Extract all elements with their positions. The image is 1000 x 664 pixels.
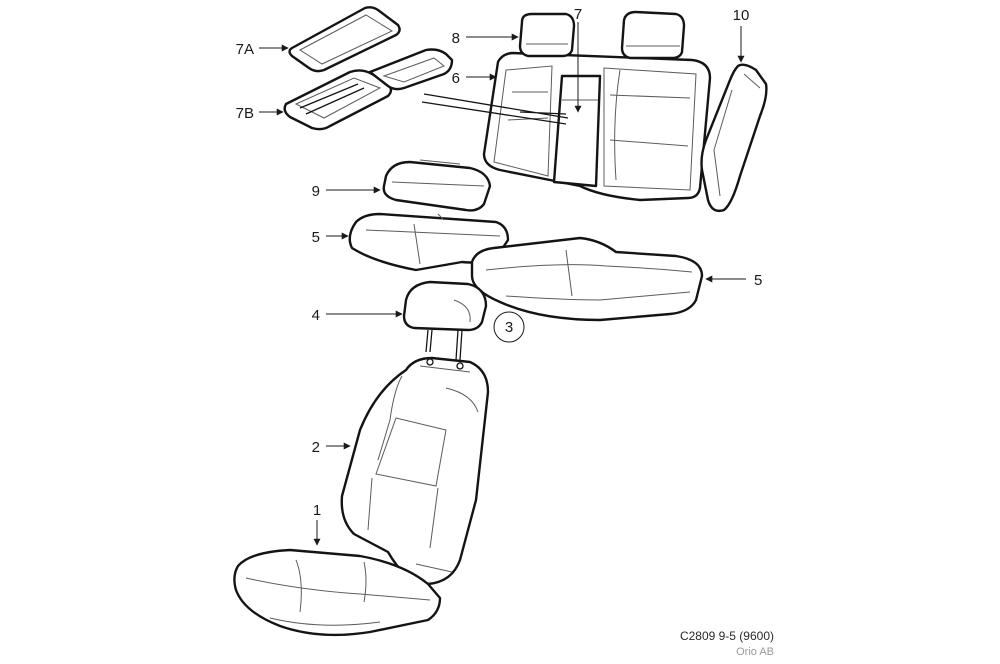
callout-7: 7 bbox=[574, 6, 582, 23]
callout-8: 8 bbox=[452, 30, 460, 47]
part-9-cushion-pad bbox=[382, 159, 492, 212]
callout-3: 3 bbox=[505, 319, 513, 336]
part-7a-armrest-pad bbox=[288, 6, 401, 73]
leader-lines bbox=[259, 22, 746, 546]
callout-1: 1 bbox=[313, 502, 321, 519]
part-7b-armrest-frame bbox=[283, 48, 454, 131]
callout-5-right: 5 bbox=[754, 272, 762, 289]
callout-2: 2 bbox=[312, 439, 320, 456]
part-1-front-cushion bbox=[233, 548, 442, 637]
part-4-front-headrest bbox=[402, 280, 488, 361]
callout-7a: 7A bbox=[236, 41, 254, 58]
callout-3-circle bbox=[493, 311, 525, 343]
part-8-rear-headrests bbox=[518, 10, 686, 60]
part-2-front-backrest bbox=[340, 356, 490, 586]
diagram-code: C2809 9-5 (9600) bbox=[679, 629, 774, 643]
callout-5-left: 5 bbox=[312, 229, 320, 246]
callout-6: 6 bbox=[452, 70, 460, 87]
callout-7b: 7B bbox=[236, 105, 254, 122]
callout-4: 4 bbox=[312, 307, 320, 324]
callout-10: 10 bbox=[733, 7, 750, 24]
part-10-side-bolster bbox=[700, 63, 768, 213]
part-6-rear-backrest bbox=[482, 51, 712, 202]
part-5-rear-cushion-right bbox=[470, 236, 704, 322]
diagram-owner: Orio AB bbox=[736, 646, 774, 658]
part-7-centre-strip bbox=[421, 93, 569, 125]
callout-9: 9 bbox=[312, 183, 320, 200]
